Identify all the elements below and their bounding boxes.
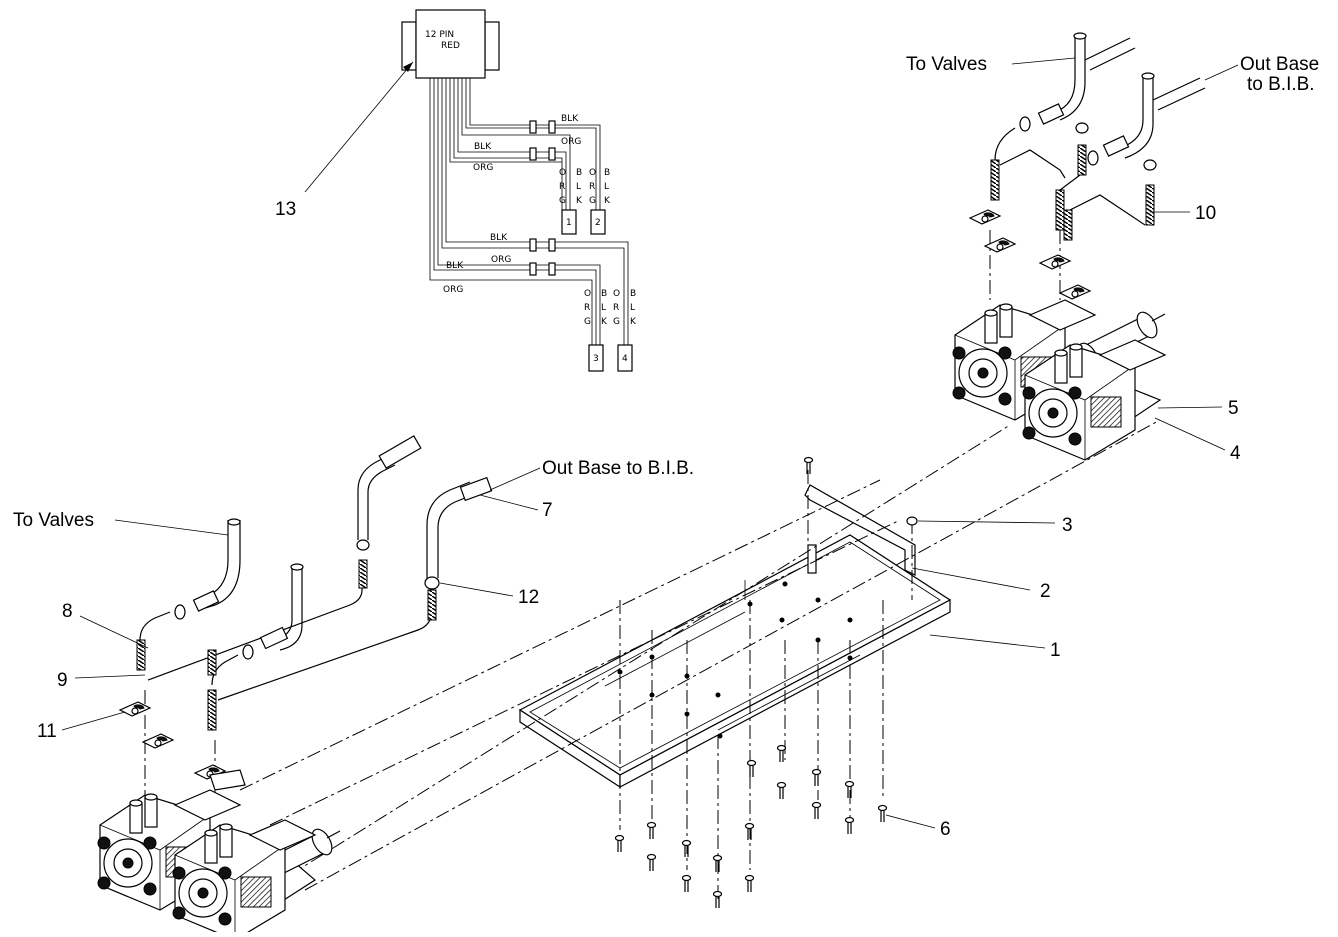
- callout-4: 4: [1230, 443, 1241, 464]
- wire-label-org-3: ORG: [491, 255, 511, 265]
- svg-text:L: L: [630, 303, 635, 313]
- svg-text:O: O: [613, 289, 620, 299]
- svg-text:G: G: [589, 196, 596, 206]
- svg-text:K: K: [576, 196, 583, 206]
- left-pump-assembly: [97, 701, 341, 937]
- pump-connector-4: [617, 344, 633, 372]
- svg-text:B: B: [604, 168, 610, 178]
- connector-label-pins: 12 PIN: [425, 30, 454, 40]
- svg-text:B: B: [576, 168, 582, 178]
- callout-10: 10: [1195, 203, 1216, 224]
- wire-label-org-4: ORG: [443, 285, 463, 295]
- callout-13: 13: [275, 199, 296, 220]
- wire-label-blk-2: BLK: [474, 142, 492, 152]
- svg-text:R: R: [559, 182, 565, 192]
- svg-text:O: O: [589, 168, 596, 178]
- callout-out-base-right-line1: Out Base: [1240, 54, 1319, 75]
- svg-text:L: L: [576, 182, 581, 192]
- callout-9: 9: [57, 670, 68, 691]
- vertical-labels-pump-4: O R G B L K: [613, 289, 637, 327]
- vertical-labels-pump-2: O R G B L K: [589, 168, 611, 206]
- callout-out-base-right-line2: to B.I.B.: [1247, 74, 1315, 95]
- svg-text:1: 1: [566, 218, 572, 228]
- leader-13: [304, 61, 414, 193]
- svg-text:R: R: [584, 303, 590, 313]
- svg-text:B: B: [601, 289, 607, 299]
- svg-text:R: R: [613, 303, 619, 313]
- vertical-labels-pump-1: O R G B L K: [559, 168, 583, 206]
- svg-text:L: L: [601, 303, 606, 313]
- svg-text:R: R: [589, 182, 595, 192]
- svg-text:G: G: [613, 317, 620, 327]
- right-pump-assembly: [952, 209, 1166, 461]
- callout-3: 3: [1062, 515, 1073, 536]
- svg-text:4: 4: [622, 354, 628, 364]
- callout-2: 2: [1040, 581, 1051, 602]
- svg-text:O: O: [584, 289, 591, 299]
- wiring-harness: 12 PIN RED BLK ORG BLK ORG BLK ORG BLK O…: [401, 9, 637, 372]
- svg-text:B: B: [630, 289, 636, 299]
- pump-connector-2: [590, 209, 606, 235]
- right-tubing: [990, 32, 1206, 241]
- base-tray: [518, 484, 952, 789]
- left-tubing: [136, 435, 493, 731]
- svg-text:K: K: [630, 317, 637, 327]
- wire-label-blk-1: BLK: [561, 114, 579, 124]
- wire-label-org-2: ORG: [473, 163, 493, 173]
- callout-6: 6: [940, 819, 951, 840]
- callout-to-valves-left: To Valves: [13, 510, 94, 531]
- svg-text:G: G: [559, 196, 566, 206]
- callout-8: 8: [62, 601, 73, 622]
- svg-text:K: K: [604, 196, 611, 206]
- callout-to-valves-right: To Valves: [906, 54, 987, 75]
- wire-label-blk-4: BLK: [446, 261, 464, 271]
- pump-connector-3: [588, 344, 604, 372]
- svg-text:L: L: [604, 182, 609, 192]
- alignment-lines: [144, 230, 1161, 900]
- svg-text:G: G: [584, 317, 591, 327]
- svg-text:O: O: [559, 168, 566, 178]
- connector-label-color: RED: [441, 41, 460, 51]
- callout-11: 11: [37, 721, 57, 742]
- callout-12: 12: [518, 587, 539, 608]
- svg-text:2: 2: [595, 218, 601, 228]
- pump-connector-1: [561, 209, 577, 235]
- callout-5: 5: [1228, 398, 1239, 419]
- callout-1: 1: [1050, 640, 1061, 661]
- vertical-labels-pump-3: O R G B L K: [584, 289, 608, 327]
- wire-label-blk-3: BLK: [490, 233, 508, 243]
- svg-text:3: 3: [593, 354, 599, 364]
- svg-text:K: K: [601, 317, 608, 327]
- callout-out-base-left: Out Base to B.I.B.: [542, 458, 694, 479]
- wire-label-org-1: ORG: [561, 137, 581, 147]
- callout-7: 7: [542, 500, 553, 521]
